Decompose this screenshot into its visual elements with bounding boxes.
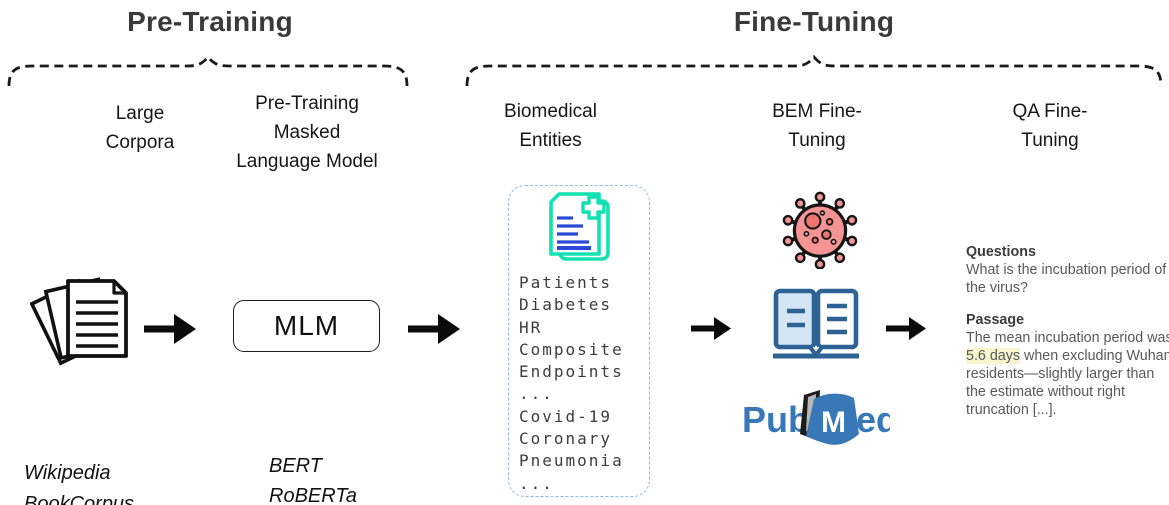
arrow-right-icon-4 (886, 317, 926, 340)
pubmed-m-text: M (821, 406, 846, 439)
biomedical-entities-label: Biomedical Entities (504, 101, 597, 151)
entity-item: Endpoints (519, 362, 624, 382)
pre-training-brace-icon (7, 55, 409, 87)
entity-item: HR (519, 317, 543, 337)
pubmed-ed-text: ed (856, 399, 890, 440)
pubmed-pub-text: Pub (742, 399, 810, 440)
document-stack-icon (30, 277, 128, 366)
entity-item: ... (519, 384, 554, 404)
passage-before: The mean incubation period was (966, 330, 1169, 346)
qa-panel: Questions What is the incubation period … (966, 243, 1169, 419)
arrow-right-icon-2 (408, 314, 460, 344)
model-item: RoBERTa (269, 485, 357, 505)
question-text: What is the incubation period of the vir… (966, 262, 1167, 296)
entity-item: Diabetes (519, 295, 613, 315)
fine-tuning-brace-icon (465, 55, 1163, 87)
entity-item: ... (519, 473, 554, 493)
virus-icon (782, 191, 858, 269)
arrow-right-icon-3 (691, 317, 731, 340)
passage-after: when excluding Wuhan residents—slightly … (966, 348, 1169, 418)
questions-title: Questions (966, 244, 1036, 260)
mlm-box: MLM (233, 300, 380, 352)
qa-fine-tuning-label: QA Fine-Tuning (1012, 101, 1088, 151)
entity-item: Patients (519, 273, 613, 292)
open-book-icon (773, 288, 859, 359)
passage-title: Passage (966, 312, 1025, 328)
fine-tuning-title: Fine-Tuning (733, 6, 895, 37)
large-corpora-label: Large Corpora (105, 103, 175, 153)
arrow-right-icon-1 (144, 314, 196, 344)
medical-record-icon (549, 192, 610, 261)
passage-text: The mean incubation period was 5.6 days … (966, 329, 1169, 419)
corpora-item: BookCorpus (24, 493, 135, 505)
pre-training-title: Pre-Training (127, 6, 293, 37)
entity-item: Coronary (519, 429, 613, 449)
entity-item: Composite (519, 339, 624, 359)
biomedical-entities-box (508, 185, 650, 497)
corpora-item: Wikipedia (24, 462, 111, 484)
passage-highlight: 5.6 days (966, 348, 1021, 364)
masked-language-model-label: Pre-Training Masked Language Model (236, 93, 378, 172)
entity-item: Pneumonia (519, 451, 624, 471)
pubmed-logo: Pub M ed (742, 390, 890, 445)
models-list: BERTRoBERTaBioBERT... (269, 391, 357, 505)
bem-fine-tuning-label: BEM Fine-Tuning (772, 101, 862, 151)
mlm-box-label: MLM (273, 310, 340, 341)
entity-item: Covid-19 (519, 406, 613, 426)
model-item: BERT (269, 455, 322, 477)
